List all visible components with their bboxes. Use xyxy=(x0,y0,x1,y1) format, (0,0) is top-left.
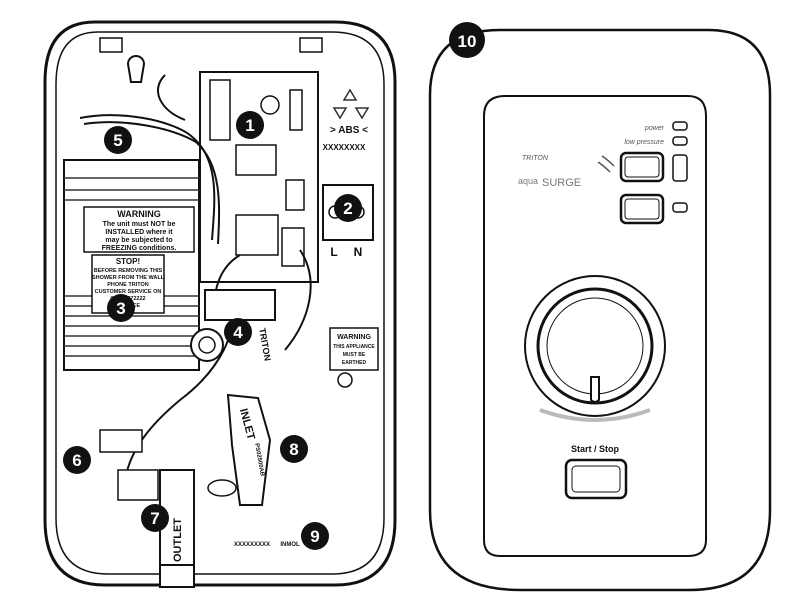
stop-service-label: STOP! BEFORE REMOVING THIS SHOWER FROM T… xyxy=(91,254,165,314)
stop-line: PHONE TRITON xyxy=(107,282,148,288)
open-shower-unit: > ABS < XXXXXXXX L N WARNING The unit mu… xyxy=(43,20,397,588)
start-stop-label: Start / Stop xyxy=(571,444,620,454)
callout-9: 9 xyxy=(301,522,329,550)
callout-10: 10 xyxy=(449,22,485,58)
callout-number: 5 xyxy=(113,131,122,150)
pcb-component xyxy=(289,89,303,131)
pcb-component xyxy=(235,214,279,256)
pcb-component xyxy=(285,179,305,211)
outlet-fitting xyxy=(159,564,195,588)
inlet-pipe xyxy=(226,393,272,506)
keyhole-slot xyxy=(126,55,146,83)
earth-warning-label: WARNING THIS APPLIANCE MUST BE EARTHED xyxy=(329,327,379,371)
stop-line: BEFORE REMOVING THIS xyxy=(94,268,163,274)
unit-serial-label: XXXXXXXX xyxy=(323,143,366,152)
freeze-warning-line: may be subjected to xyxy=(105,237,172,244)
brand-name: TRITON xyxy=(522,155,549,162)
stop-title: STOP! xyxy=(116,257,140,266)
callout-number: 7 xyxy=(150,509,159,528)
stop-line: CUSTOMER SERVICE ON xyxy=(95,289,162,295)
phased-shutdown-led xyxy=(672,154,688,182)
earth-screw xyxy=(337,372,353,388)
recycle-code: > ABS < xyxy=(330,125,368,136)
callout-2: 2 xyxy=(334,194,362,222)
model-prefix: aqua xyxy=(518,176,538,186)
power-label: power xyxy=(644,125,665,132)
callout-number: 3 xyxy=(116,299,125,318)
recycle-icon xyxy=(332,88,370,120)
pcb-relay xyxy=(209,79,231,141)
solenoid-valve xyxy=(204,289,276,321)
earth-warning-line: THIS APPLIANCE xyxy=(333,344,375,350)
callout-1: 1 xyxy=(236,111,264,139)
front-cover-unit: TRITON aqua SURGE power low pressure Sta… xyxy=(428,28,772,592)
temperature-stabiliser-button[interactable] xyxy=(619,193,665,225)
callout-number: 4 xyxy=(233,323,243,342)
freeze-warning-title: WARNING xyxy=(117,209,161,219)
outlet-label: OUTLET xyxy=(172,518,184,562)
flow-sensor xyxy=(117,469,159,501)
callout-number: 8 xyxy=(289,440,298,459)
pcb-capacitor xyxy=(260,95,280,115)
terminal-live-label: L xyxy=(330,245,337,259)
inlet-code: PS02500AB xyxy=(253,443,265,478)
cable-entry xyxy=(207,479,237,497)
bottom-serial: XXXXXXXXX xyxy=(234,542,270,548)
power-indicator-led xyxy=(672,121,688,131)
callout-3: 3 xyxy=(107,294,135,322)
callout-7: 7 xyxy=(141,504,169,532)
callout-number: 6 xyxy=(72,451,81,470)
earth-warning-line: MUST BE xyxy=(343,352,366,358)
callout-6: 6 xyxy=(63,446,91,474)
mount-tab xyxy=(299,37,323,53)
cable-clamp xyxy=(99,429,143,453)
bottom-code: INMOL xyxy=(280,542,300,548)
low-pressure-label: low pressure xyxy=(624,139,664,146)
phased-shutdown-button[interactable] xyxy=(619,151,665,183)
freeze-warning-line: The unit must NOT be xyxy=(103,221,176,228)
callout-8: 8 xyxy=(280,435,308,463)
callout-5: 5 xyxy=(104,126,132,154)
stop-line: SHOWER FROM THE WALL xyxy=(92,275,165,281)
freeze-warning-label: WARNING The unit must NOT be INSTALLED w… xyxy=(83,206,195,253)
pcb-connector xyxy=(281,227,305,267)
pcb-component xyxy=(235,144,277,176)
dial-pointer xyxy=(590,376,600,403)
callout-number: 1 xyxy=(245,116,254,135)
shower-head-icon xyxy=(597,155,615,173)
temperature-scale-arc xyxy=(539,408,651,422)
stabiliser-led xyxy=(672,202,688,213)
earth-warning-title: WARNING xyxy=(337,334,371,341)
start-stop-button[interactable] xyxy=(564,458,628,500)
terminal-neutral-label: N xyxy=(354,245,363,259)
callout-number: 10 xyxy=(458,32,477,51)
callout-4: 4 xyxy=(224,318,252,346)
callout-number: 9 xyxy=(310,527,319,546)
callout-number: 2 xyxy=(343,199,352,218)
mount-tab xyxy=(99,37,123,53)
freeze-warning-line: FREEZING conditions. xyxy=(102,245,177,252)
low-pressure-indicator-led xyxy=(672,136,688,146)
model-name: SURGE xyxy=(542,177,581,189)
unit-case-inner xyxy=(55,31,385,575)
freeze-warning-line: INSTALLED where it xyxy=(105,229,173,236)
earth-warning-line: EARTHED xyxy=(342,360,367,366)
